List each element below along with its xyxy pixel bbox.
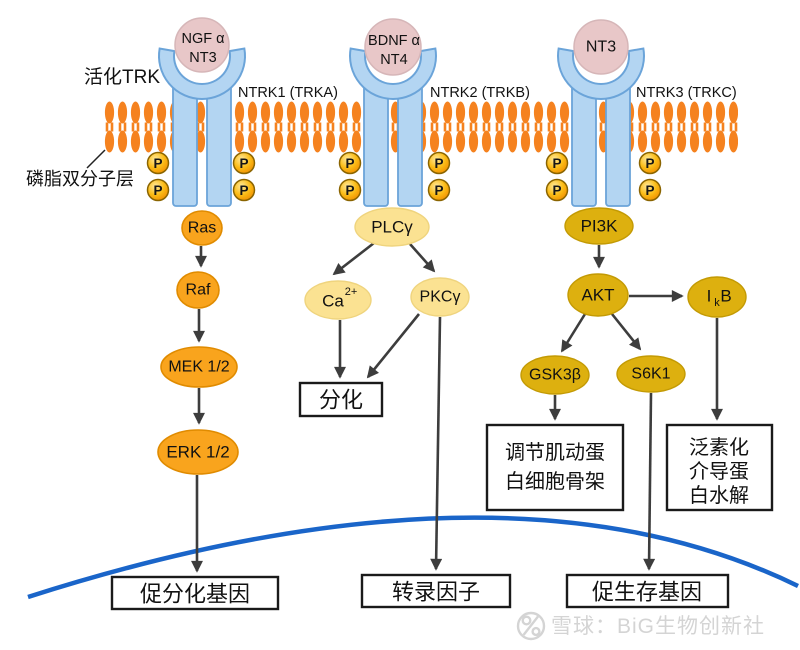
receptor-stem-left xyxy=(172,83,198,207)
node-label: PI3K xyxy=(581,217,619,236)
box-label: 白细胞骨架 xyxy=(505,470,605,493)
ligand-label: NT3 xyxy=(189,50,216,66)
node-subscript: k xyxy=(714,297,720,309)
node-akt: AKT xyxy=(567,273,629,317)
phospho-pair xyxy=(146,151,170,202)
node-pkcg: PKCγ xyxy=(410,277,470,317)
ligand-circle xyxy=(573,19,629,75)
box-actin-cytoskeleton: 调节肌动蛋 白细胞骨架 xyxy=(485,423,625,512)
node-label: AKT xyxy=(581,286,614,305)
receptor-stem-left xyxy=(363,83,389,207)
activated-trk-label: 活化TRK xyxy=(84,66,160,88)
node-ras: Ras xyxy=(181,210,223,246)
receptor-stem-right xyxy=(206,83,232,207)
node-s6k1: S6K1 xyxy=(616,355,686,393)
xueqiu-logo xyxy=(516,611,546,641)
box-pro-survival-genes: 促生存基因 xyxy=(565,573,730,609)
nuclear-membrane-arc xyxy=(27,515,799,600)
receptor-name-label: NTRK3 (TRKC) xyxy=(636,85,737,101)
node-label: GSK3β xyxy=(529,367,581,384)
box-pro-differentiation-genes: 促分化基因 xyxy=(110,575,280,611)
ligand-label: NT4 xyxy=(380,52,407,68)
receptor-stem-right xyxy=(605,83,631,207)
receptor-stem-left xyxy=(571,83,597,207)
bilayer-pointer-line xyxy=(86,149,106,169)
node-superscript: 2+ xyxy=(345,286,358,298)
node-label: I xyxy=(707,287,712,306)
node-ikb: I k B xyxy=(687,276,747,318)
node-label: MEK 1/2 xyxy=(168,359,229,376)
receptor-ntrk3: NT3 NTRK3 (TRKC) xyxy=(557,19,737,207)
phospho-pair xyxy=(427,151,451,202)
box-label: 泛素化 xyxy=(689,436,749,459)
ligand-circle xyxy=(174,17,230,73)
phospho-pair xyxy=(338,151,362,202)
ligand-circle xyxy=(364,18,422,76)
node-gsk3b: GSK3β xyxy=(520,355,590,395)
box-label: 白水解 xyxy=(689,484,749,507)
phospho-pair xyxy=(638,151,662,202)
box-label: 转录因子 xyxy=(392,580,480,605)
receptor-cup xyxy=(557,47,645,100)
node-label: PKCγ xyxy=(420,289,461,306)
arrow-pkcg-differentiation xyxy=(366,313,421,379)
receptor-ntrk2: BDNF α NT4 NTRK2 (TRKB) xyxy=(349,18,530,207)
receptor-name-label: NTRK2 (TRKB) xyxy=(430,85,530,101)
receptor-name-label: NTRK1 (TRKA) xyxy=(238,85,338,101)
node-mek: MEK 1/2 xyxy=(160,346,238,388)
node-label: B xyxy=(720,287,731,306)
phospholipid-bilayer-label: 磷脂双分子层 xyxy=(26,169,134,189)
box-label: 介导蛋 xyxy=(689,460,749,483)
arrow-akt-s6k1 xyxy=(610,313,642,351)
receptor-ntrk1: NGF α NT3 NTRK1 (TRKA) xyxy=(158,17,338,207)
node-label: Ca xyxy=(322,292,344,311)
watermark-text: 雪球：BiG生物创新社 xyxy=(551,615,765,638)
arrow-plcg-ca xyxy=(332,241,375,276)
ligand-label: NT3 xyxy=(586,39,616,56)
box-label: 调节肌动蛋 xyxy=(505,441,605,464)
node-label: PLCγ xyxy=(371,218,413,237)
node-raf: Raf xyxy=(176,271,220,309)
arrow-s6k1-prosurvival xyxy=(643,392,656,571)
box-label: 促分化基因 xyxy=(140,582,250,607)
node-pi3k: PI3K xyxy=(564,207,634,245)
receptor-cup xyxy=(349,47,437,100)
node-ca: Ca 2+ xyxy=(304,280,372,320)
box-label: 促生存基因 xyxy=(592,580,702,605)
arrow-pkcg-transcription xyxy=(430,316,443,571)
box-transcription-factor: 转录因子 xyxy=(360,573,512,609)
box-ubiquitin-proteolysis: 泛素化 介导蛋 白水解 xyxy=(665,423,774,512)
box-differentiation: 分化 xyxy=(298,381,384,418)
ligand-label: BDNF α xyxy=(368,33,420,49)
ligand-label: NGF α xyxy=(181,31,224,47)
node-label: Ras xyxy=(188,220,216,237)
phospho-pair xyxy=(232,151,256,202)
receptor-stem-right xyxy=(397,83,423,207)
node-plcg: PLCγ xyxy=(354,207,430,247)
box-label: 分化 xyxy=(319,388,363,413)
node-erk: ERK 1/2 xyxy=(157,429,239,475)
arrow-akt-gsk3b xyxy=(560,313,587,353)
node-label: S6K1 xyxy=(631,366,670,383)
watermark: 雪球：BiG生物创新社 xyxy=(516,611,765,641)
phospho-pair xyxy=(545,151,569,202)
node-label: ERK 1/2 xyxy=(166,443,229,462)
arrow-plcg-pkcg xyxy=(409,243,436,273)
node-label: Raf xyxy=(186,282,211,299)
receptor-cup xyxy=(158,47,246,100)
